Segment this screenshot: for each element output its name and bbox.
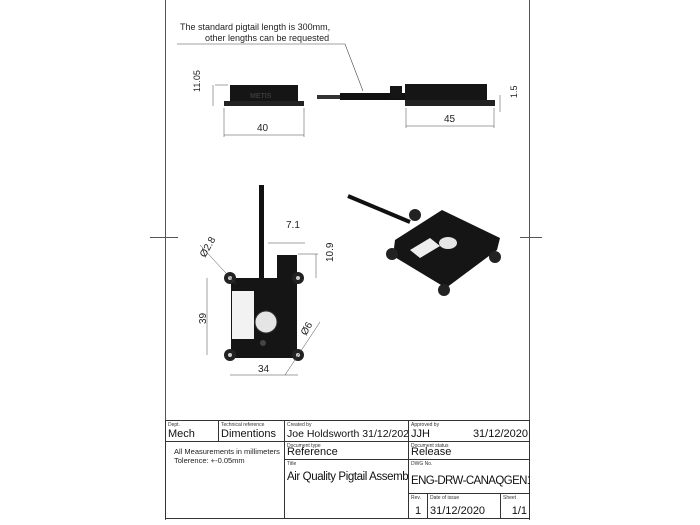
side-view-left: METIS 11.05 40 bbox=[192, 70, 305, 137]
issue-label: Date of issue bbox=[430, 495, 460, 501]
dim-side-height: 11.05 bbox=[192, 70, 202, 92]
side-view-right: 45 1.5 bbox=[317, 84, 519, 128]
isometric-view bbox=[347, 194, 501, 296]
techref-cell: Technical reference Dimentions bbox=[219, 421, 285, 442]
title-label: Title bbox=[287, 461, 297, 467]
pigtail-note-line2: other lengths can be requested bbox=[205, 33, 329, 43]
dept-label: Dept. bbox=[168, 422, 180, 428]
doctype-value: Reference bbox=[287, 446, 338, 458]
approved-date: 31/12/2020 bbox=[472, 428, 528, 440]
dwgno-cell: DWG No. ENG-DRW-CANAQGEN1-PTXX bbox=[409, 460, 530, 494]
dwgno-label: DWG No. bbox=[411, 461, 433, 467]
dept-cell: Dept. Mech bbox=[166, 421, 219, 442]
title-block: Dept. Mech Technical reference Dimention… bbox=[165, 420, 530, 519]
doctype-label: Document type bbox=[287, 443, 321, 449]
created-cell: Created by Joe Holdsworth 31/12/2020 bbox=[285, 421, 409, 442]
sheet-border-left bbox=[165, 0, 166, 520]
leader-line bbox=[177, 43, 364, 92]
issue-value: 31/12/2020 bbox=[430, 505, 486, 517]
rev-label: Rev. bbox=[411, 495, 421, 501]
dim-hole-diameter: Ø2.8 bbox=[198, 235, 219, 260]
dim-flange-thickness: 1.5 bbox=[509, 85, 519, 98]
notes-line2: Tolerence: +-0.05mm bbox=[174, 456, 245, 465]
pigtail-note-line1: The standard pigtail length is 300mm, bbox=[180, 22, 330, 32]
techref-label: Technical reference bbox=[221, 422, 265, 428]
created-label: Created by bbox=[287, 422, 312, 428]
title-value: Air Quality Pigtail Assembly bbox=[287, 471, 409, 483]
rev-value: 1 bbox=[415, 505, 422, 517]
doctype-cell: Document type Reference bbox=[285, 442, 409, 460]
logo-text: METIS bbox=[250, 93, 272, 100]
docstatus-label: Document status bbox=[411, 443, 449, 449]
techref-value: Dimentions bbox=[221, 428, 277, 440]
sheet-border-right bbox=[529, 0, 530, 520]
dim-boss-diameter: Ø6 bbox=[299, 320, 315, 337]
dim-connector-height: 10.9 bbox=[325, 242, 336, 262]
dim-body-width: 34 bbox=[258, 364, 270, 375]
notes-cell: All Measurements in millimeters Tolerenc… bbox=[166, 442, 285, 518]
center-mark-right bbox=[520, 237, 542, 238]
approved-name: JJH bbox=[411, 428, 430, 440]
title-cell: Title Air Quality Pigtail Assembly bbox=[285, 460, 409, 518]
dim-front-width: 45 bbox=[444, 114, 456, 125]
sheet-value: 1/1 bbox=[511, 505, 527, 517]
dept-value: Mech bbox=[168, 428, 195, 440]
top-view: 7.1 10.9 Ø2.8 39 34 Ø6 bbox=[198, 185, 336, 376]
approved-cell: Approved by JJH 31/12/2020 bbox=[409, 421, 530, 442]
dim-connector-width: 7.1 bbox=[286, 220, 300, 231]
dim-side-width: 40 bbox=[257, 123, 269, 134]
docstatus-cell: Document status Release bbox=[409, 442, 530, 460]
dwgno-value: ENG-DRW-CANAQGEN1-PTXX bbox=[411, 475, 530, 487]
rev-cell: Rev. 1 bbox=[409, 494, 428, 518]
created-value: Joe Holdsworth 31/12/2020 bbox=[287, 428, 409, 440]
issue-cell: Date of issue 31/12/2020 bbox=[428, 494, 501, 518]
notes-line1: All Measurements in millimeters bbox=[174, 447, 280, 456]
sheet-label: Sheet bbox=[503, 495, 517, 501]
docstatus-value: Release bbox=[411, 446, 452, 458]
center-mark-left bbox=[150, 237, 178, 238]
sheet-cell: Sheet 1/1 bbox=[501, 494, 530, 518]
dim-body-height: 39 bbox=[198, 312, 209, 324]
technical-drawing: The standard pigtail length is 300mm, ot… bbox=[177, 22, 519, 376]
approved-label: Approved by bbox=[411, 422, 440, 428]
